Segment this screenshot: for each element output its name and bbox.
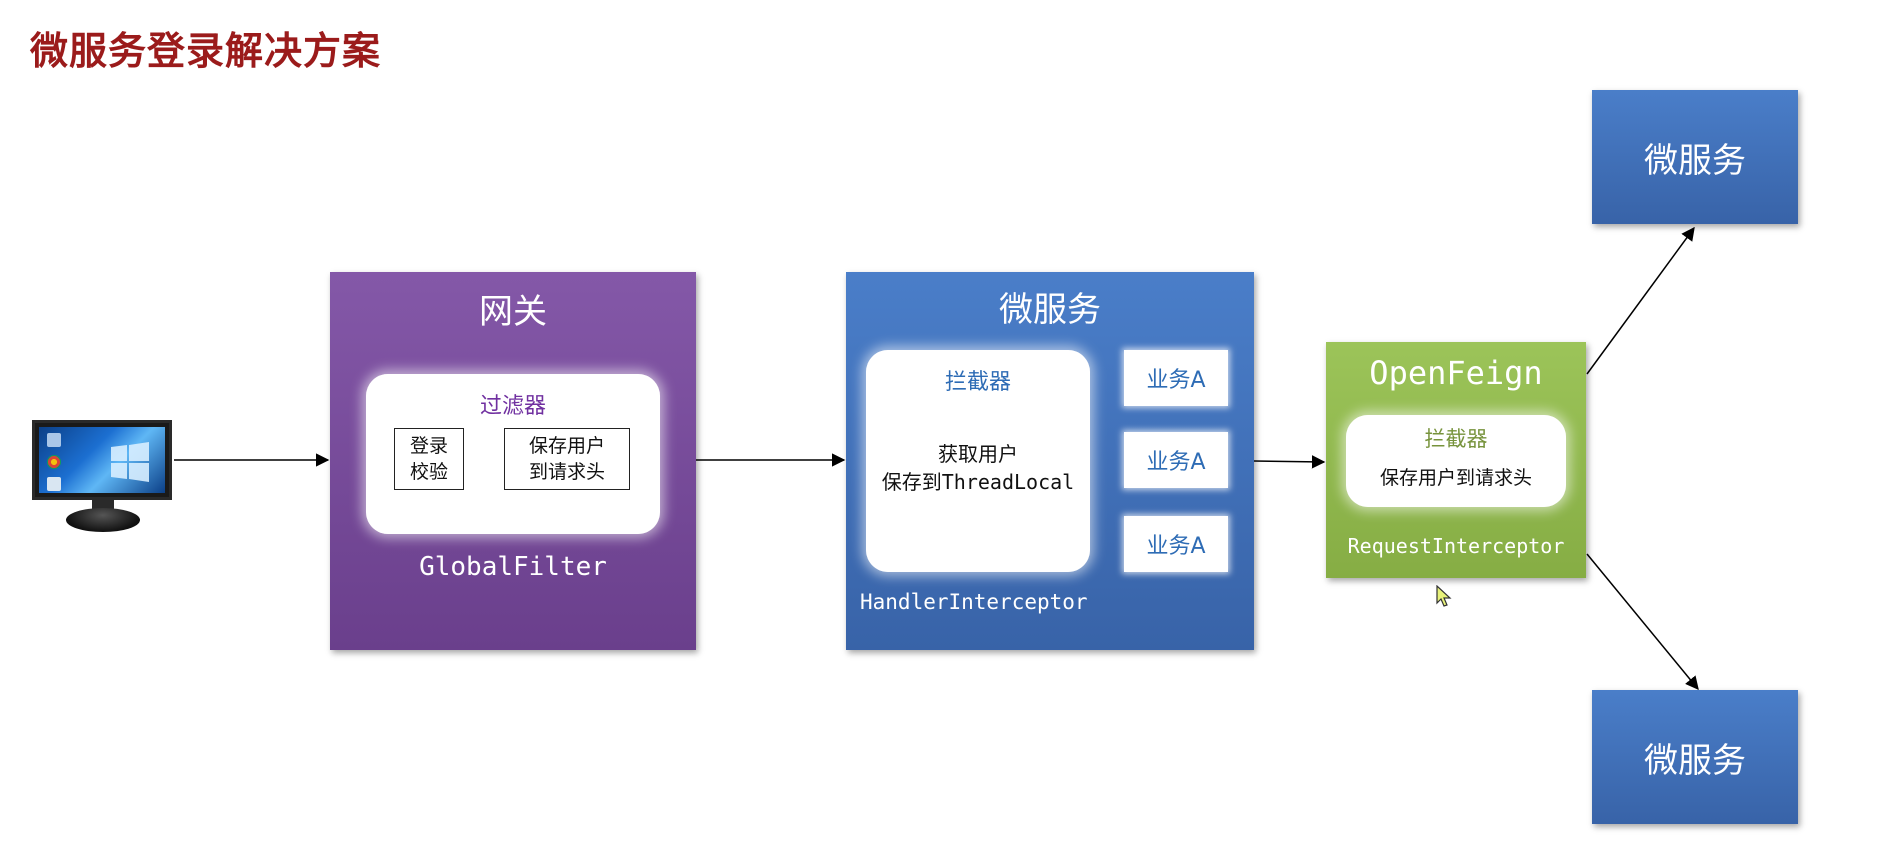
downstream-service-lower: 微服务 (1592, 690, 1798, 824)
mouse-cursor-icon (1436, 585, 1452, 607)
business-box: 业务A (1124, 432, 1228, 488)
arrow-feign-to-lower-service (1586, 553, 1699, 691)
interceptor-title: 拦截器 (944, 370, 1011, 395)
business-box: 业务A (1124, 350, 1228, 406)
gateway-box: 网关 过滤器 登录 校验 保存用户 到请求头 GlobalFilter (330, 272, 696, 650)
monitor-stand (66, 508, 140, 532)
gateway-title: 网关 (479, 292, 547, 332)
openfeign-title: OpenFeign (1369, 354, 1543, 392)
handler-interceptor-label: HandlerInterceptor (860, 590, 1088, 614)
global-filter-label: GlobalFilter (419, 552, 607, 582)
feign-interceptor-description: 保存用户到请求头 (1379, 467, 1532, 489)
arrow-feign-to-upper-service (1586, 226, 1695, 375)
request-interceptor-label: RequestInterceptor (1347, 534, 1565, 558)
business-box: 业务A (1124, 516, 1228, 572)
login-check-step: 登录 校验 (394, 428, 464, 490)
downstream-service-upper: 微服务 (1592, 90, 1798, 224)
feign-interceptor-panel: 拦截器 保存用户到请求头 (1346, 415, 1566, 507)
microservice-title: 微服务 (999, 290, 1101, 330)
browser-icon (47, 455, 61, 469)
save-user-header-step: 保存用户 到请求头 (504, 428, 630, 490)
filter-title: 过滤器 (479, 394, 546, 419)
recycle-bin-icon (47, 477, 61, 491)
desktop-computer-icon (47, 433, 61, 447)
interceptor-description: 获取用户 保存到ThreadLocal (881, 442, 1075, 494)
page-title: 微服务登录解决方案 (30, 29, 382, 73)
openfeign-box: OpenFeign 拦截器 保存用户到请求头 RequestIntercepto… (1326, 342, 1586, 578)
feign-interceptor-title: 拦截器 (1424, 427, 1488, 451)
arrow-service-to-feign (1253, 455, 1326, 469)
windows-logo-icon (111, 442, 149, 482)
filter-panel: 过滤器 登录 校验 保存用户 到请求头 (366, 374, 660, 534)
computer-monitor-icon (32, 420, 172, 500)
microservice-box: 微服务 拦截器 获取用户 保存到ThreadLocal 业务A 业务A 业务A … (846, 272, 1254, 650)
desktop-screen (39, 427, 165, 493)
handler-interceptor-panel: 拦截器 获取用户 保存到ThreadLocal (866, 350, 1090, 572)
